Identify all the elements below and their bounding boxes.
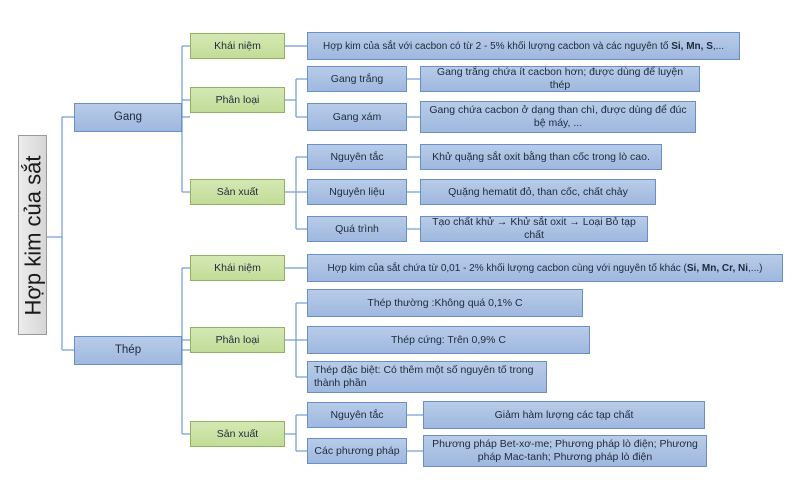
thep-phuong-phap-label: Các phương pháp [314,444,400,457]
node-gang-label: Gang [113,111,143,123]
gang-khai-niem-text: Hợp kim của sắt với cacbon có từ 2 - 5% … [323,40,724,53]
gang-nguyen-tac-node: Nguyên tắc [307,144,407,170]
thep-khai-niem-text: Hợp kim của sắt chứa từ 0,01 - 2% khối l… [328,262,763,275]
thep-khai-niem-text-suffix: ,...) [748,262,763,274]
gang-qua-trinh-node: Quá trình [307,216,407,242]
thep-thuong-node: Thép thường :Không quá 0,1% C [307,289,583,317]
gang-khai-niem-elements: Si, Mn, S [671,40,713,52]
gang-nguyen-lieu-desc: Quặng hematit đỏ, than cốc, chất chảy [420,179,656,205]
gang-khai-niem-text-suffix: ,... [712,40,725,52]
thep-khai-niem-elements: Si, Mn, Cr, Ni [686,262,749,274]
gang-trang-desc-text: Gang trắng chứa ít cacbon hơn; được dùng… [436,66,684,91]
node-thep-label: Thép [114,344,142,356]
thep-dac-biet-node: Thép đặc biệt: Có thêm một số nguyên tố … [307,361,547,393]
gang-xam-label: Gang xám [332,110,382,123]
thep-dac-biet-text: Thép đặc biệt: Có thêm một số nguyên tố … [314,364,534,389]
gang-trang-desc: Gang trắng chứa ít cacbon hơn; được dùng… [420,66,700,92]
thep-nguyen-tac-node: Nguyên tắc [307,402,407,428]
thep-nguyen-tac-label: Nguyên tắc [330,408,384,421]
gang-xam-desc-text: Gang chứa cacbon ở dạng than chì, được d… [429,104,687,129]
gang-nguyen-tac-label: Nguyên tắc [330,150,384,163]
gang-qua-trinh-label: Quá trình [335,222,379,235]
gang-trang-node: Gang trắng [307,66,407,92]
thep-khai-niem-label: Khái niệm [214,261,261,274]
gang-qua-trinh-desc: Tạo chất khử → Khử sắt oxit → Loại Bỏ tạ… [420,216,648,242]
thep-thuong-text: Thép thường :Không quá 0,1% C [367,296,523,309]
thep-phuong-phap-node: Các phương pháp [307,438,407,464]
gang-phan-loai-label: Phân loại [215,93,260,106]
thep-nguyen-tac-desc: Giảm hàm lượng các tạp chất [423,401,705,429]
root-label: Hợp kim của sắt [20,155,46,315]
gang-nguyen-tac-desc-text: Khử quặng sắt oxit bằng than cốc trong l… [432,150,650,163]
gang-nguyen-lieu-label: Nguyên liệu [329,185,385,198]
thep-phan-loai-node: Phân loại [190,327,285,353]
thep-cung-node: Thép cứng: Trên 0,9% C [307,326,590,354]
gang-khai-niem-label: Khái niệm [214,39,261,52]
node-gang: Gang [74,103,182,132]
gang-trang-label: Gang trắng [330,72,384,85]
thep-khai-niem-node: Khái niệm [190,255,285,281]
gang-nguyen-tac-desc: Khử quặng sắt oxit bằng than cốc trong l… [420,144,662,170]
gang-san-xuat-label: Sản xuất [216,185,259,198]
gang-khai-niem-desc: Hợp kim của sắt với cacbon có từ 2 - 5% … [307,32,740,60]
gang-khai-niem-text-prefix: Hợp kim của sắt với cacbon có từ 2 - 5% … [322,40,672,52]
thep-cung-text: Thép cứng: Trên 0,9% C [390,333,506,346]
gang-khai-niem-node: Khái niệm [190,33,285,59]
gang-nguyen-lieu-node: Nguyên liệu [307,179,407,205]
root-node: Hợp kim của sắt [18,135,47,335]
thep-phuong-phap-desc-text: Phương pháp Bet-xơ-me; Phương pháp lò đi… [432,438,698,463]
thep-khai-niem-text-prefix: Hợp kim của sắt chứa từ 0,01 - 2% khối l… [327,262,687,274]
gang-san-xuat-node: Sản xuất [190,179,285,205]
thep-nguyen-tac-desc-text: Giảm hàm lượng các tạp chất [494,408,634,421]
thep-phan-loai-label: Phân loại [215,333,260,346]
gang-xam-desc: Gang chứa cacbon ở dạng than chì, được d… [420,101,696,133]
thep-phuong-phap-desc: Phương pháp Bet-xơ-me; Phương pháp lò đi… [423,435,707,467]
thep-san-xuat-label: Sản xuất [216,427,259,440]
thep-khai-niem-desc: Hợp kim của sắt chứa từ 0,01 - 2% khối l… [307,254,783,282]
node-thep: Thép [74,336,182,365]
gang-xam-node: Gang xám [307,103,407,131]
gang-phan-loai-node: Phân loại [190,87,285,113]
thep-san-xuat-node: Sản xuất [190,421,285,447]
gang-qua-trinh-desc-text: Tạo chất khử → Khử sắt oxit → Loại Bỏ tạ… [432,216,636,241]
gang-nguyen-lieu-desc-text: Quặng hematit đỏ, than cốc, chất chảy [448,185,628,198]
